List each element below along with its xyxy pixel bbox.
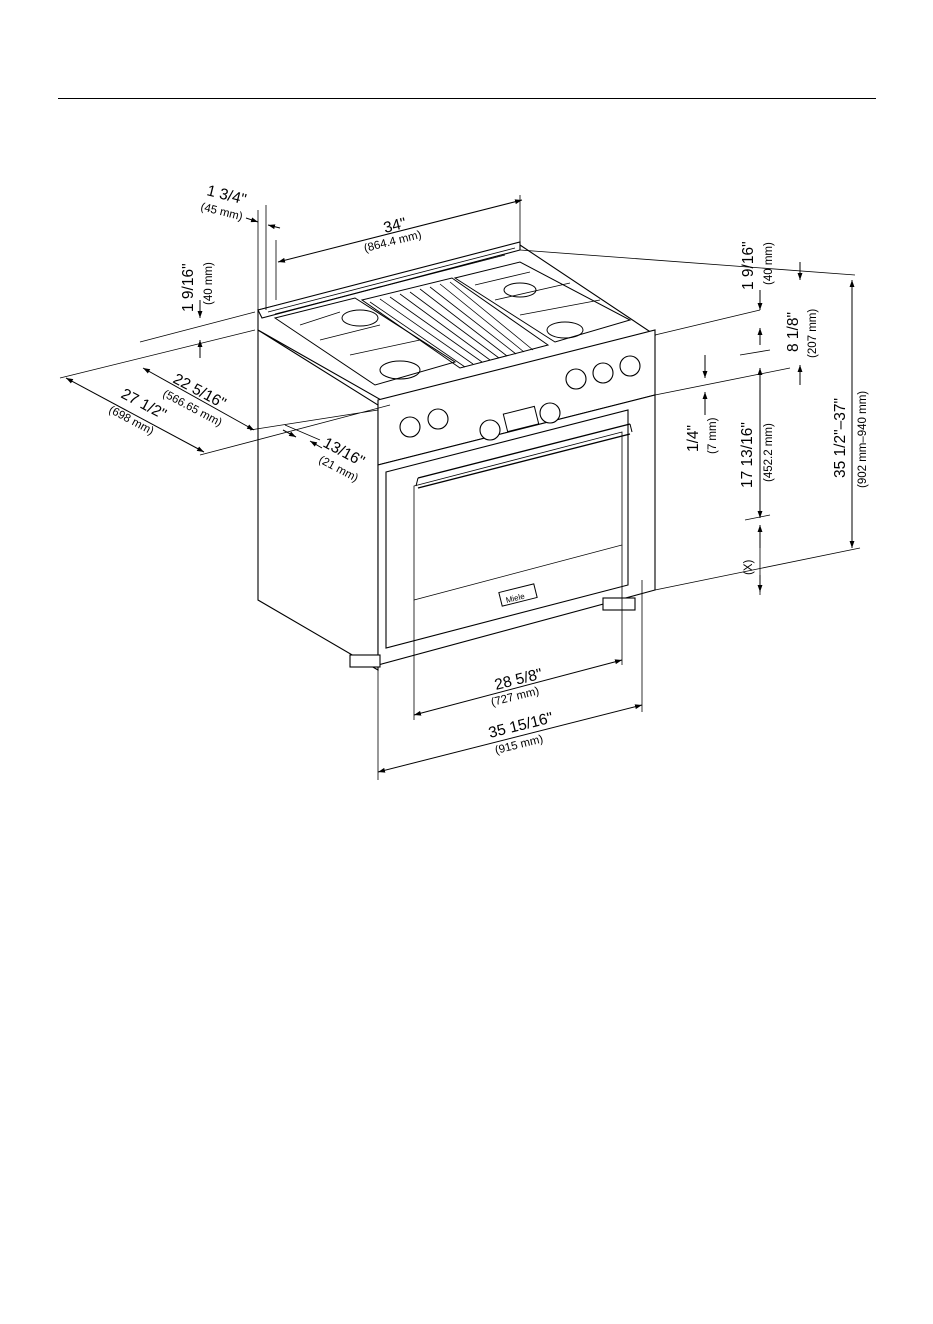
- label-total-width-imperial: 35 15/16": [487, 709, 555, 741]
- knob-7: [620, 356, 640, 376]
- label-foot-variable: (X): [743, 560, 755, 576]
- range-body: Miele: [258, 242, 655, 670]
- knob-5: [566, 369, 586, 389]
- label-right-top-metric: (40 mm): [763, 242, 775, 285]
- knob-4: [540, 403, 560, 423]
- label-total-height-imperial: 35 1/2"–37": [832, 398, 849, 478]
- label-panel-gap-imperial: 1/4": [685, 425, 702, 452]
- label-door-height-metric: (452.2 mm): [763, 423, 775, 482]
- foot-right: [603, 598, 635, 610]
- label-backguard-metric: (207 mm): [807, 309, 819, 358]
- knob-1: [400, 417, 420, 437]
- knob-2: [428, 409, 448, 429]
- label-door-height-imperial: 17 13/16": [739, 422, 756, 488]
- label-panel-gap-metric: (7 mm): [707, 417, 719, 454]
- label-left-height-imperial: 1 9/16": [180, 263, 197, 312]
- label-right-top-imperial: 1 9/16": [740, 241, 757, 290]
- label-total-height-metric: (902 mm–940 mm): [857, 391, 869, 488]
- label-left-height-metric: (40 mm): [203, 262, 215, 305]
- foot-left: [350, 655, 380, 667]
- label-backguard-imperial: 8 1/8": [785, 312, 802, 352]
- knob-3: [480, 420, 500, 440]
- knob-6: [593, 363, 613, 383]
